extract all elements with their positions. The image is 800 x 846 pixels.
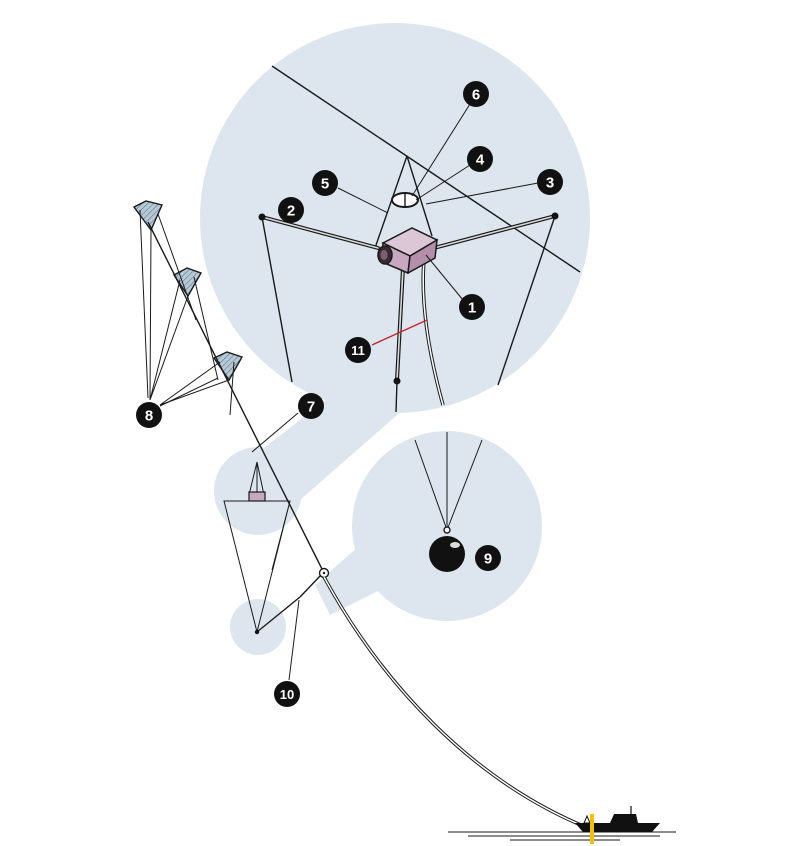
- marker-4: 4: [467, 146, 493, 172]
- marker-2-label: 2: [287, 203, 295, 220]
- rig-small-camera: [248, 491, 266, 502]
- leader-3: [425, 182, 539, 205]
- rig-small-frame: [223, 500, 291, 633]
- marker-1-label: 1: [468, 300, 476, 317]
- marker-8-label: 8: [145, 408, 153, 425]
- marker-7: 7: [298, 393, 324, 419]
- marker-11: 11: [345, 337, 371, 363]
- kite-icon: [172, 267, 203, 298]
- kite-icon: [132, 200, 163, 232]
- weight-detail: [414, 432, 483, 572]
- right-leg: [497, 215, 556, 386]
- marker-8: 8: [136, 402, 162, 428]
- kite-line-crossing: [271, 65, 581, 273]
- leader-6: [411, 103, 471, 197]
- marker-7-label: 7: [307, 399, 315, 416]
- marker-11-label: 11: [351, 343, 365, 358]
- marker-5-label: 5: [321, 176, 329, 193]
- marker-10-label: 10: [280, 687, 294, 702]
- camera-rig-detail: [258, 65, 581, 413]
- marker-2: 2: [278, 197, 304, 223]
- marker-9-label: 9: [484, 551, 492, 568]
- leader-7: [251, 412, 299, 453]
- marker-1: 1: [459, 294, 485, 320]
- rig-small: [159, 377, 330, 681]
- marker-6-label: 6: [472, 87, 480, 104]
- boat-winch: [590, 814, 594, 844]
- marker-5: 5: [312, 170, 338, 196]
- weight-bubble-connector: [315, 545, 380, 615]
- rig-detail-bubble: [214, 447, 302, 535]
- leader-1: [425, 254, 464, 301]
- suspension-triangle: [374, 155, 433, 249]
- main-kite-line: [147, 221, 325, 574]
- leader-4: [415, 164, 471, 201]
- marker-3: 3: [537, 169, 563, 195]
- left-leg: [261, 216, 293, 383]
- marker-4-label: 4: [476, 152, 485, 169]
- leader-11: [371, 319, 428, 346]
- leader-8: [159, 377, 219, 407]
- marker-6: 6: [463, 81, 489, 107]
- marker-3-label: 3: [546, 175, 554, 192]
- marker-9: 9: [475, 545, 501, 571]
- kite-icon: [212, 351, 244, 382]
- leader-5: [337, 187, 389, 214]
- leader-10: [288, 599, 300, 681]
- boat-icon: [448, 806, 676, 844]
- bubble-group: [200, 23, 590, 655]
- kite-train: [132, 200, 325, 574]
- marker-10: 10: [274, 681, 300, 707]
- main-detail-bubble: [200, 23, 590, 413]
- camera-icon: [377, 227, 439, 275]
- ball-weight-icon: [429, 536, 465, 572]
- tether: [322, 576, 589, 830]
